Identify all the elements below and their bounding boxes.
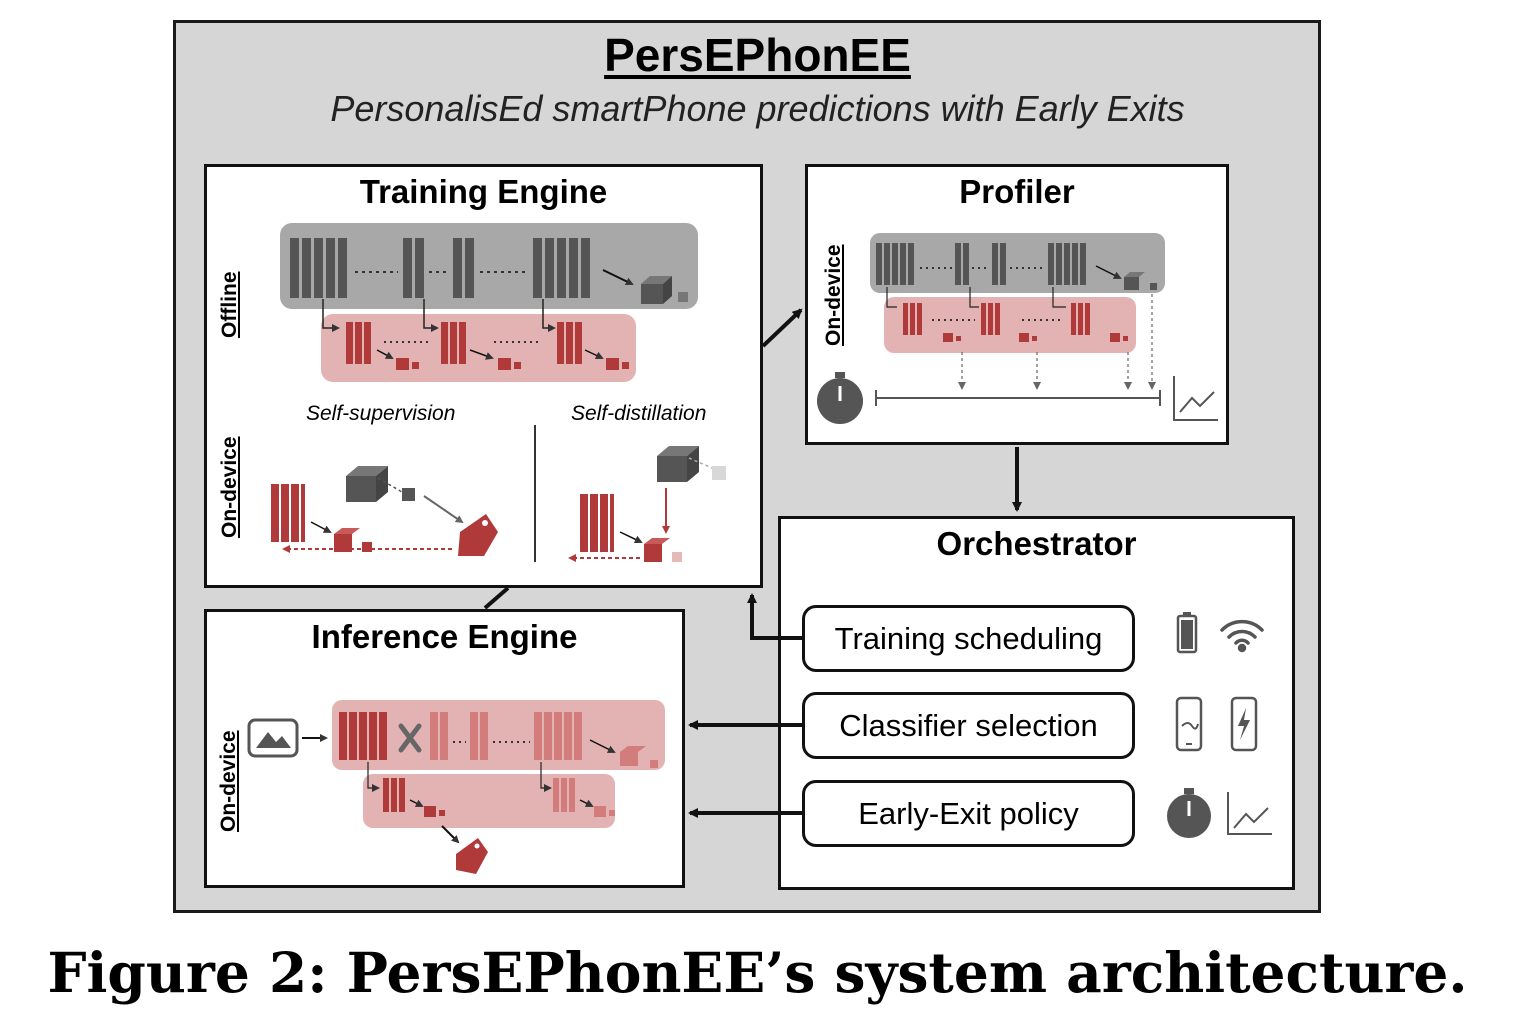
system-subtitle: PersonalisEd smartPhone predictions with… [330, 88, 1185, 129]
battery-icon [1176, 612, 1198, 654]
self-supervision-exit-layers [271, 484, 305, 542]
system-title: PersEPhonEE [604, 29, 911, 81]
chart-icon [1227, 792, 1272, 835]
inference-engine-title: Inference Engine [311, 618, 578, 655]
figure-caption: Figure 2: PersEPhonEE’s system architect… [47, 940, 1468, 1005]
classifier-selection-pill: Classifier selection [802, 692, 1135, 759]
training-to-profiler-arrow [761, 308, 803, 348]
profiler-exit-classifiers [943, 333, 1128, 342]
inference-backbone-layers [339, 712, 387, 760]
training-scheduling-pill: Training scheduling [802, 605, 1135, 672]
profiler-backbone-classifier [1124, 272, 1157, 290]
profiler-title: Profiler [959, 173, 1075, 210]
stopwatch-icon [1167, 788, 1211, 838]
prediction-label-tag [456, 838, 488, 874]
offline-backbone-band [280, 223, 698, 309]
phone-charging-icon [1230, 696, 1258, 752]
offline-exit-layers [346, 322, 582, 364]
self-supervision-label: Self-supervision [306, 402, 456, 425]
phone-usage-icon [1175, 696, 1203, 752]
inference-exit-classifier [424, 806, 445, 817]
training-scheduling-label: Training scheduling [834, 620, 1103, 656]
self-supervision-label-tag [458, 514, 498, 556]
early-exit-policy-label: Early-Exit policy [858, 795, 1079, 831]
self-distillation-teacher [657, 446, 726, 482]
profiler-exit-layers [903, 303, 1090, 335]
inference-exit-layers [383, 778, 405, 812]
orchestrator-title: Orchestrator [936, 525, 1137, 562]
inference-backbone-classifier [620, 746, 658, 768]
scheduling-to-training-arrow [747, 593, 802, 640]
image-input-icon [247, 718, 299, 758]
offline-exit-classifiers [396, 358, 629, 370]
early-exit-policy-pill: Early-Exit policy [802, 780, 1135, 847]
profiler-backbone-layers [876, 243, 1086, 285]
self-distillation-label: Self-distillation [571, 402, 707, 425]
offline-backbone-classifier [641, 276, 688, 304]
training-inference-link [483, 586, 510, 610]
training-engine-title: Training Engine [359, 173, 608, 210]
profiler-backbone-band [870, 233, 1165, 293]
early-exit-cross-icon [398, 723, 422, 753]
self-supervision-classifier [334, 528, 372, 552]
stopwatch-icon [817, 372, 863, 424]
chart-icon [1173, 376, 1218, 421]
profiler-timeline [875, 390, 1161, 406]
offline-backbone-layers [290, 238, 590, 298]
classifier-selection-label: Classifier selection [839, 707, 1098, 743]
self-distillation-exit-layers [580, 494, 614, 552]
wifi-icon [1220, 619, 1264, 653]
self-supervision-backbone-classifier [346, 466, 415, 502]
self-distillation-classifier [644, 538, 682, 562]
